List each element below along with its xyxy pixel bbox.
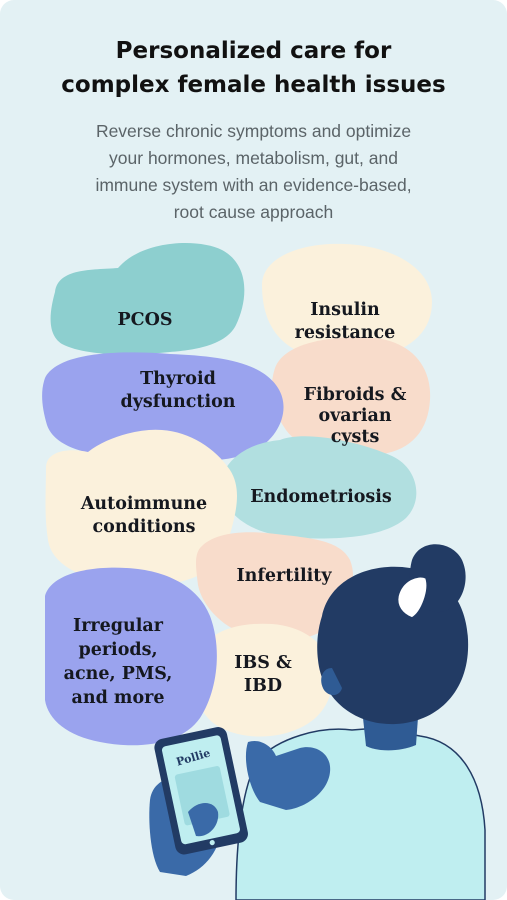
condition-infertility-text: Infertility [236,566,332,586]
condition-irregular-periods: Irregular periods, acne, PMS, and more [52,614,184,710]
thyroid-blob [42,352,284,461]
condition-irregular-line-3: acne, PMS, [63,664,173,684]
condition-ibs-line-1: IBS & [234,653,292,673]
condition-pcos-text: PCOS [117,310,173,330]
endometriosis-blob [220,436,417,539]
headline: Personalized care for complex female hea… [20,34,487,102]
condition-thyroid-dysfunction: Thyroid dysfunction [118,368,238,414]
condition-fibroids: Fibroids & ovarian cysts [290,385,420,448]
condition-fibroids-line-1: Fibroids & [303,385,407,405]
condition-thyroid-line-2: dysfunction [120,392,236,412]
insulin-resistance-blob [262,243,432,361]
subheadline-line-2: your hormones, metabolism, gut, and [109,148,398,168]
fibroids-blob [271,337,431,456]
hair-scrunchie [396,576,428,619]
subheadline-line-3: immune system with an evidence-based, [95,175,412,195]
woman-ear [321,668,342,696]
condition-endometriosis-text: Endometriosis [250,487,392,507]
infertility-blob [196,532,354,641]
condition-irregular-line-1: Irregular [73,616,163,636]
condition-irregular-line-2: periods, [78,640,158,660]
autoimmune-blob [45,429,238,586]
condition-irregular-line-4: and more [71,688,165,708]
condition-insulin-line-1: Insulin [310,300,380,320]
irregular-periods-blob [45,567,217,746]
condition-infertility: Infertility [222,565,346,588]
pcos-blob [50,243,245,355]
headline-line-2: complex female health issues [61,72,446,98]
subheadline-line-4: root cause approach [173,202,334,222]
left-thumb [188,803,219,837]
condition-endometriosis: Endometriosis [240,486,402,509]
condition-fibroids-line-2: ovarian [318,406,392,426]
condition-autoimmune-line-1: Autoimmune [80,494,208,514]
headline-line-1: Personalized care for [115,38,392,64]
phone-home-button [209,840,215,846]
subheadline: Reverse chronic symptoms and optimize yo… [40,118,467,226]
right-hand [245,740,331,810]
condition-fibroids-line-3: cysts [330,427,380,447]
condition-insulin-resistance: Insulin resistance [272,299,418,345]
phone [154,727,248,855]
ibs-ibd-blob [194,623,333,737]
condition-pcos: PCOS [95,309,195,332]
condition-insulin-line-2: resistance [294,323,396,343]
condition-ibs-ibd: IBS & IBD [224,652,302,698]
condition-autoimmune: Autoimmune conditions [70,493,218,539]
condition-thyroid-line-1: Thyroid [140,369,216,389]
condition-ibs-line-2: IBD [243,676,283,696]
subheadline-line-1: Reverse chronic symptoms and optimize [95,121,412,141]
condition-autoimmune-line-2: conditions [92,517,196,537]
